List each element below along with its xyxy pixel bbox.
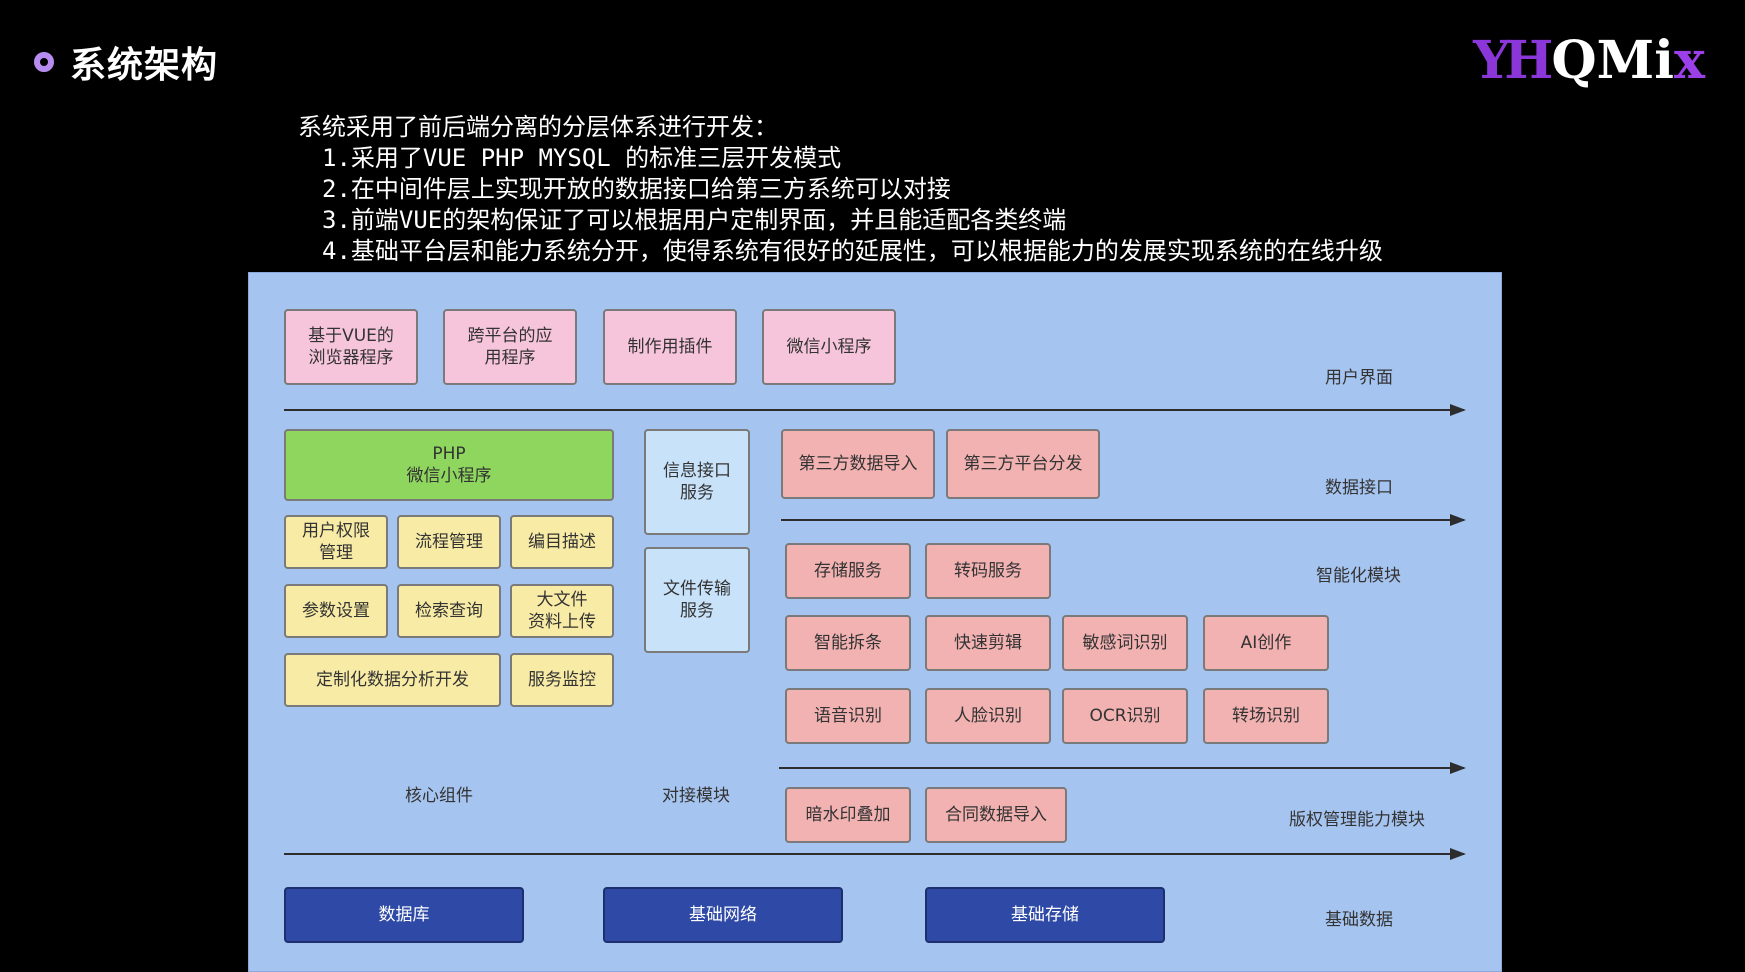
ui-box-cross-platform: 跨平台的应 用程序 xyxy=(443,309,577,385)
intro-item: 4.基础平台层和能力系统分开，使得系统有很好的延展性，可以根据能力的发展实现系统… xyxy=(322,237,1383,265)
smart-box: 敏感词识别 xyxy=(1062,615,1188,671)
base-box-database: 数据库 xyxy=(284,887,524,943)
architecture-diagram: 基于VUE的 浏览器程序 跨平台的应 用程序 制作用插件 微信小程序 用户界面 … xyxy=(248,272,1502,972)
ui-box-wechat-mini: 微信小程序 xyxy=(762,309,896,385)
label-data-interface: 数据接口 xyxy=(1325,478,1393,498)
logo-mark: YH xyxy=(1473,30,1553,91)
data-box-import: 第三方数据导入 xyxy=(781,429,935,499)
label-ui-layer: 用户界面 xyxy=(1325,368,1393,388)
intro-item: 3.前端VUE的架构保证了可以根据用户定制界面，并且能适配各类终端 xyxy=(322,206,1067,234)
page-title: 系统架构 xyxy=(70,45,219,86)
layer-arrow xyxy=(284,848,1466,860)
smart-box: 转码服务 xyxy=(925,543,1051,599)
label-copyright-module: 版权管理能力模块 xyxy=(1289,810,1425,830)
connector-box-file: 文件传输 服务 xyxy=(644,547,750,653)
php-wechat-box: PHP 微信小程序 xyxy=(284,429,614,501)
core-box-custom-analysis: 定制化数据分析开发 xyxy=(284,653,501,707)
smart-box: AI创作 xyxy=(1203,615,1329,671)
label-smart-module: 智能化模块 xyxy=(1316,566,1401,586)
intro-item: 2.在中间件层上实现开放的数据接口给第三方系统可以对接 xyxy=(322,175,951,203)
core-box-params: 参数设置 xyxy=(284,584,388,638)
brand-logo: YH QMi x xyxy=(1473,30,1705,91)
ui-box-plugin: 制作用插件 xyxy=(603,309,737,385)
connector-box-info: 信息接口 服务 xyxy=(644,429,750,535)
smart-box: OCR识别 xyxy=(1062,688,1188,744)
smart-box: 转场识别 xyxy=(1203,688,1329,744)
core-box-user-permission: 用户权限 管理 xyxy=(284,515,388,569)
base-box-network: 基础网络 xyxy=(603,887,843,943)
label-core: 核心组件 xyxy=(405,786,473,806)
logo-text: QMi xyxy=(1551,30,1674,91)
layer-arrow xyxy=(781,514,1466,526)
core-box-workflow: 流程管理 xyxy=(397,515,501,569)
core-box-large-upload: 大文件 资料上传 xyxy=(510,584,614,638)
copyright-box-watermark: 暗水印叠加 xyxy=(785,787,911,843)
copyright-box-contract: 合同数据导入 xyxy=(925,787,1067,843)
core-box-monitor: 服务监控 xyxy=(510,653,614,707)
page-header: 系统架构 xyxy=(34,36,218,88)
intro-text: 系统采用了前后端分离的分层体系进行开发： 1.采用了VUE PHP MYSQL 的… xyxy=(298,112,1383,267)
core-box-catalog: 编目描述 xyxy=(510,515,614,569)
smart-box: 智能拆条 xyxy=(785,615,911,671)
label-connector: 对接模块 xyxy=(662,786,730,806)
data-box-distribute: 第三方平台分发 xyxy=(946,429,1100,499)
smart-box: 存储服务 xyxy=(785,543,911,599)
smart-box: 语音识别 xyxy=(785,688,911,744)
layer-arrow xyxy=(284,404,1466,416)
label-base-data: 基础数据 xyxy=(1325,910,1393,930)
base-box-storage: 基础存储 xyxy=(925,887,1165,943)
intro-heading: 系统采用了前后端分离的分层体系进行开发： xyxy=(298,113,778,141)
smart-box: 快速剪辑 xyxy=(925,615,1051,671)
ui-box-browser: 基于VUE的 浏览器程序 xyxy=(284,309,418,385)
intro-item: 1.采用了VUE PHP MYSQL 的标准三层开发模式 xyxy=(322,144,842,172)
layer-arrow xyxy=(779,762,1466,774)
core-box-search: 检索查询 xyxy=(397,584,501,638)
smart-box: 人脸识别 xyxy=(925,688,1051,744)
circle-bullet-icon xyxy=(34,52,54,72)
logo-x: x xyxy=(1673,30,1705,91)
